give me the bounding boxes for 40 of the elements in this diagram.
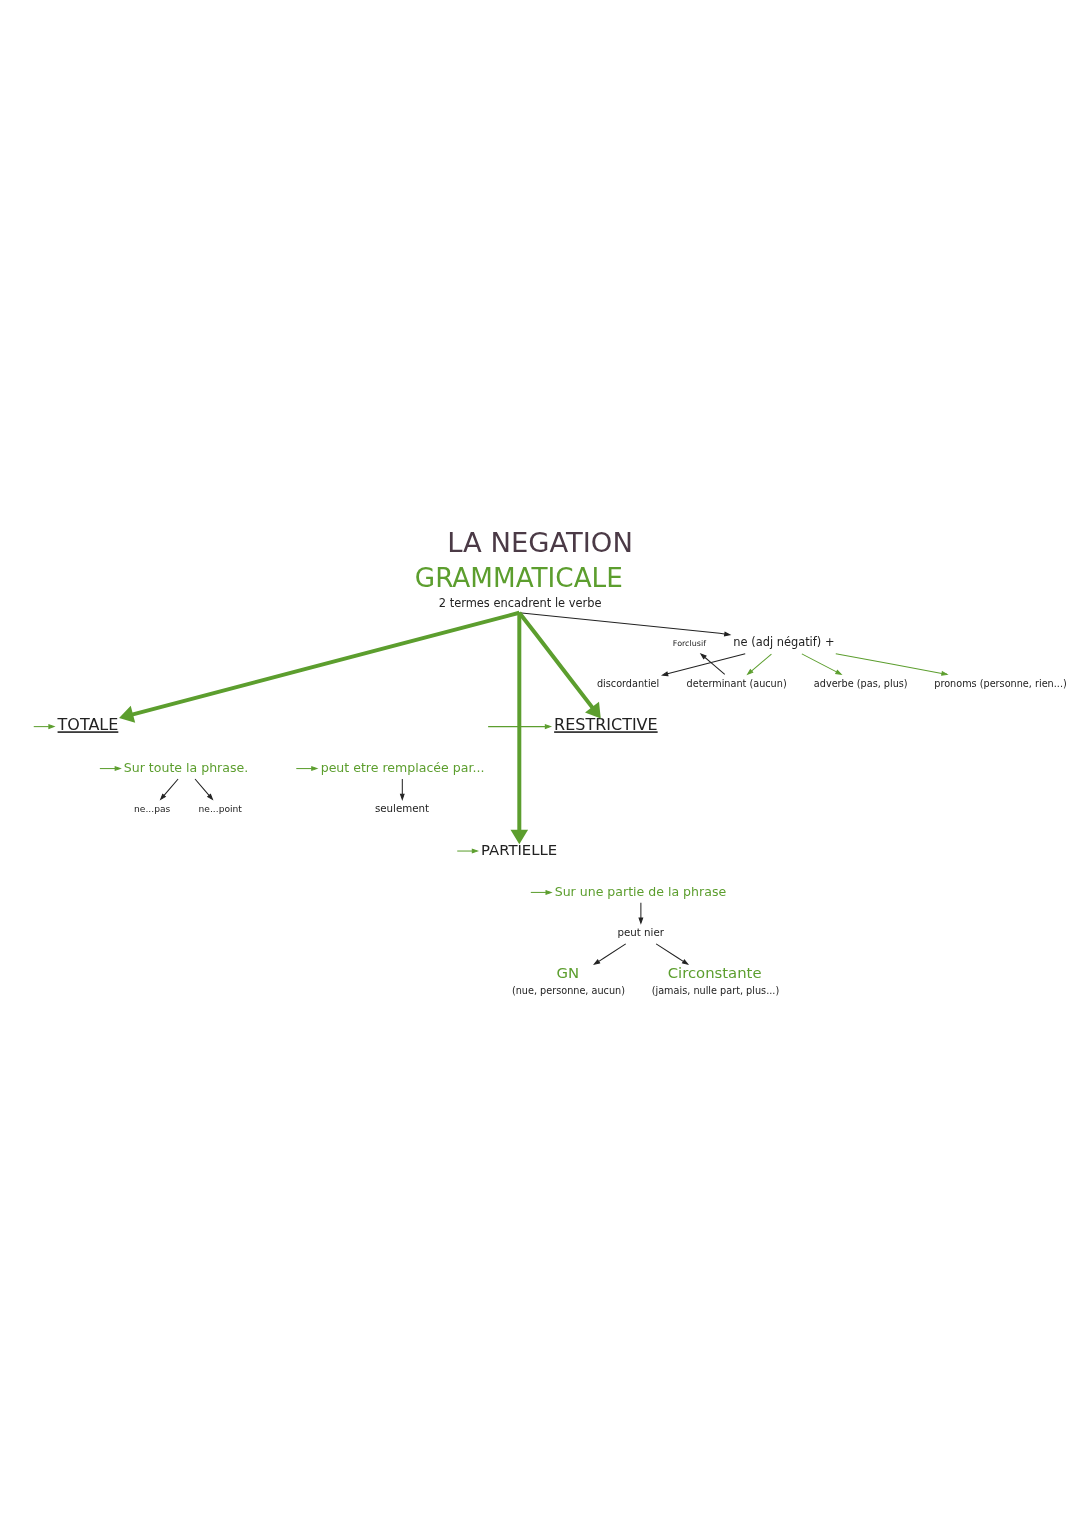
- diagram-title: LA NEGATION: [447, 527, 633, 559]
- node-text: GN (nue, personne, aucun): [511, 964, 625, 997]
- arrow: [835, 653, 949, 676]
- node-text: pronoms (personne, rien...): [934, 678, 1067, 690]
- node-text: peut nier: [617, 926, 665, 939]
- arrow: [295, 766, 319, 772]
- node-text: GRAMMATICALE 2 termes encadrent le verbe: [414, 562, 623, 611]
- arrow: [119, 610, 520, 723]
- node-text: peut etre remplacée par...: [320, 759, 485, 775]
- arrow: [661, 653, 746, 677]
- node-text: TOTALE: [57, 715, 119, 735]
- node-text: discordantiel: [596, 678, 660, 690]
- arrow: [510, 612, 529, 845]
- node-text: Sur toute la phrase.: [123, 759, 249, 775]
- node-text: PARTIELLE: [481, 840, 558, 858]
- arrow: [655, 943, 690, 966]
- node-text: Circonstante (jamais, nulle part, plus...): [651, 964, 780, 997]
- arrow: [517, 611, 601, 719]
- arrow: [801, 653, 843, 675]
- arrow: [699, 653, 726, 675]
- arrow: [159, 778, 179, 801]
- arrow: [530, 889, 553, 895]
- node-text: ne (adj négatif) +: [733, 635, 835, 650]
- arrow: [746, 653, 772, 676]
- arrow: [33, 724, 56, 730]
- arrow: [487, 724, 553, 730]
- arrow: [518, 612, 732, 637]
- node-text: determinant (aucun): [686, 678, 787, 690]
- node-text: ne...pas: [134, 803, 171, 814]
- arrow: [399, 778, 405, 801]
- arrow: [456, 848, 479, 854]
- arrow: [593, 943, 627, 966]
- node-text: ne...point: [198, 803, 242, 814]
- node-text: adverbe (pas, plus): [813, 678, 908, 690]
- node-text: Sur une partie de la phrase: [554, 883, 727, 899]
- node-text: seulement: [374, 802, 430, 815]
- arrow: [638, 902, 644, 925]
- arrow: [99, 766, 122, 772]
- node-text: RESTRICTIVE: [554, 715, 658, 735]
- arrow: [194, 778, 214, 801]
